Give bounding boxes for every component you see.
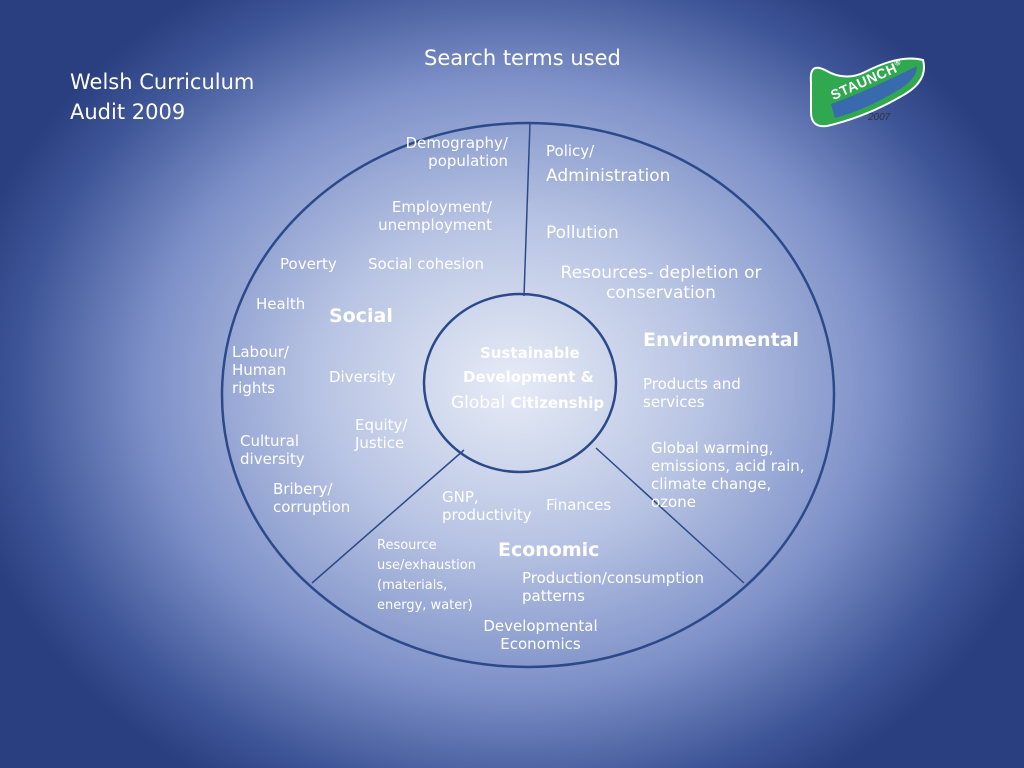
outer-circle [220,121,836,669]
term-administration: Administration [546,166,671,186]
term-products: Products and services [643,375,741,411]
audit-title-line2: Audit 2009 [70,100,186,124]
section-economic: Economic [498,539,600,561]
audit-title-line1: Welsh Curriculum [70,70,255,94]
divider-left [311,449,465,584]
center-line1: Sustainable [480,344,580,362]
section-environmental: Environmental [643,329,799,351]
term-policy: Policy/ [546,142,595,160]
term-labour: Labour/ Human rights [232,343,289,397]
inner-circle [422,292,618,474]
term-production: Production/consumption patterns [522,569,704,605]
term-social-cohesion: Social cohesion [368,255,485,273]
page-title: Search terms used [424,46,621,70]
term-global-warming: Global warming, emissions, acid rain, cl… [651,439,805,511]
term-demography: Demography/ population [405,134,508,170]
center-line2: Development & [463,368,594,386]
center-line3: Global Citizenship [451,393,605,413]
term-pollution: Pollution [546,223,619,243]
term-diversity: Diversity [329,368,396,386]
term-employment: Employment/ unemployment [378,198,492,234]
term-poverty: Poverty [280,255,337,273]
divider-top [523,122,531,297]
term-bribery: Bribery/ corruption [273,480,351,516]
term-health: Health [256,295,306,313]
term-finances: Finances [546,496,612,514]
term-equity: Equity/ Justice [355,416,408,452]
term-resource-use: Resource use/exhaustion (materials, ener… [377,538,476,614]
staunch-logo [809,57,925,128]
section-social: Social [329,305,393,327]
term-cultural-diversity: Cultural diversity [240,432,305,468]
term-developmental: Developmental Economics [483,617,598,653]
term-resources: Resources- depletion or conservation [560,263,762,304]
divider-right [595,447,745,584]
logo-year: 2007 [868,112,891,123]
term-gnp: GNP, productivity [442,488,532,524]
